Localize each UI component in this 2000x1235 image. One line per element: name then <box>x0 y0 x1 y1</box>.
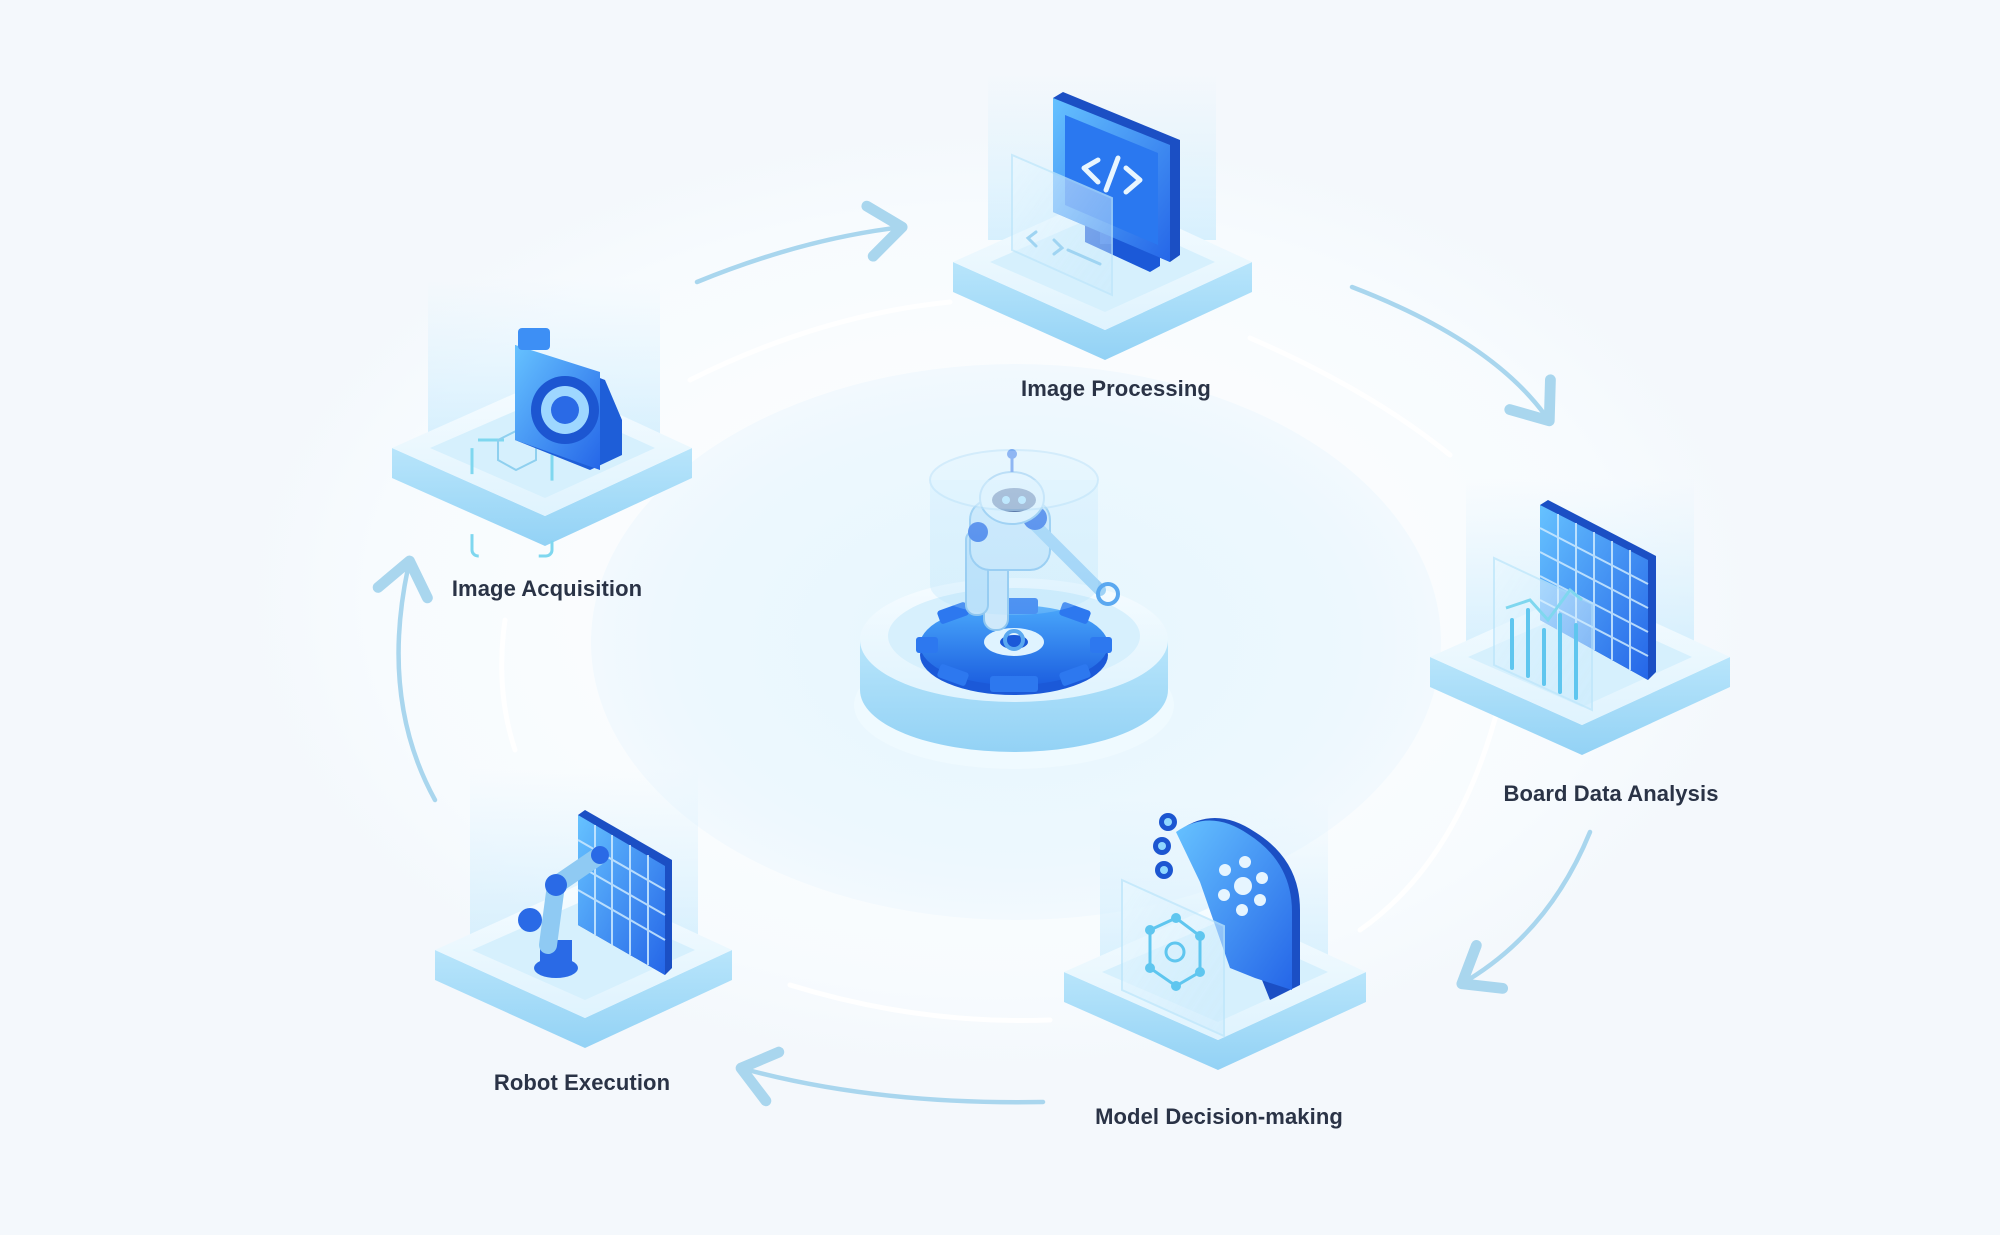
label-image-acquisition: Image Acquisition <box>451 576 643 601</box>
ai-head-icon <box>1121 813 1300 1038</box>
arrow-processing-to-analysis <box>1349 284 1556 427</box>
grid-chart-icon <box>1493 500 1656 712</box>
node-board-data-analysis <box>1430 478 1730 755</box>
arrow-acquisition-to-processing <box>694 200 908 285</box>
center-robot-gear-icon <box>854 449 1174 769</box>
code-monitor-icon <box>1011 92 1180 297</box>
cycle-arrows <box>372 200 1593 1107</box>
robot-arm-icon <box>518 810 672 978</box>
arrow-analysis-to-decision <box>1456 829 1593 994</box>
node-robot-execution <box>435 768 732 1048</box>
node-model-decision-making <box>1064 800 1366 1070</box>
camera-icon <box>470 328 622 558</box>
label-image-processing: Image Processing <box>1021 376 1211 401</box>
node-image-processing <box>953 75 1252 360</box>
label-board-data-analysis: Board Data Analysis <box>1503 781 1719 806</box>
label-robot-execution: Robot Execution <box>493 1070 671 1095</box>
arrow-execution-to-acquisition <box>372 555 438 803</box>
node-image-acquisition <box>392 278 692 558</box>
inner-cycle-ring <box>499 299 1503 1024</box>
arrow-decision-to-execution <box>735 1046 1046 1107</box>
label-model-decision-making: Model Decision-making <box>1095 1104 1343 1129</box>
